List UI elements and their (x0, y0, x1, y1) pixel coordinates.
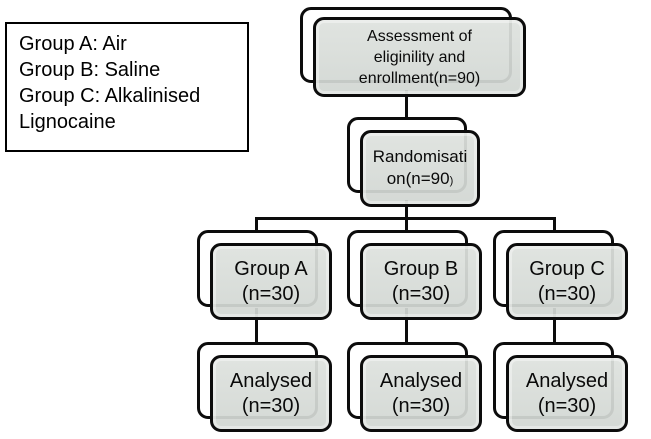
node-randomisation-box: Randomisati on(n=90) (360, 130, 480, 207)
connector-group-b-analysed (405, 308, 408, 350)
node-analysed-c-text-line1: Analysed (525, 369, 609, 392)
node-randomisation-text-line1: Randomisati (372, 146, 468, 166)
node-analysed-a-text-line1: Analysed (229, 369, 313, 392)
legend-line-group-c: Group C: Alkalinised (19, 85, 201, 107)
node-analysed-b-text-line2: (n=30) (391, 394, 451, 417)
connector-branch-group-c (553, 217, 556, 235)
node-analysed-a-box: Analysed (n=30) (210, 355, 332, 432)
node-group-a-text-line2: (n=30) (241, 282, 301, 305)
node-assessment-text-line2: eliginility and (373, 48, 466, 66)
connector-group-a-analysed (255, 308, 258, 350)
node-randomisation-text-line2: on(n=90) (387, 168, 454, 192)
node-randomisation-text-line2-main: on(n=90 (386, 168, 450, 188)
node-group-b-text-line1: Group B (383, 257, 459, 280)
node-assessment-text-line3: enrollment(n=90) (358, 69, 481, 87)
node-randomisation-text-line2-paren: ) (449, 174, 454, 187)
node-group-c-box: Group C (n=30) (506, 243, 628, 320)
node-assessment-text-line1: Assessment of (367, 27, 472, 45)
legend-box: Group A: Air Group B: Saline Group C: Al… (5, 22, 249, 152)
node-group-c-text-line2: (n=30) (537, 282, 597, 305)
node-analysed-b-box: Analysed (n=30) (360, 355, 482, 432)
node-group-a-text-line1: Group A (234, 257, 308, 280)
node-group-b-box: Group B (n=30) (360, 243, 482, 320)
node-group-b-text-line2: (n=30) (391, 282, 451, 305)
connector-branch-group-a (255, 217, 258, 235)
legend-line-group-b: Group B: Saline (19, 59, 161, 81)
legend-line-group-a: Group A: Air (19, 33, 127, 55)
connector-assessment-randomisation (405, 90, 408, 140)
node-analysed-c-box: Analysed (n=30) (506, 355, 628, 432)
connector-branch-horizontal (255, 217, 556, 220)
node-analysed-b-text-line1: Analysed (379, 369, 463, 392)
node-group-c-text-line1: Group C (529, 257, 605, 280)
node-assessment-box: Assessment of eliginility and enrollment… (313, 17, 526, 97)
node-group-a-box: Group A (n=30) (210, 243, 332, 320)
node-analysed-a-text-line2: (n=30) (241, 394, 301, 417)
node-analysed-c-text-line2: (n=30) (537, 394, 597, 417)
connector-group-c-analysed (553, 308, 556, 350)
legend-line-group-c-cont: Lignocaine (19, 111, 116, 133)
